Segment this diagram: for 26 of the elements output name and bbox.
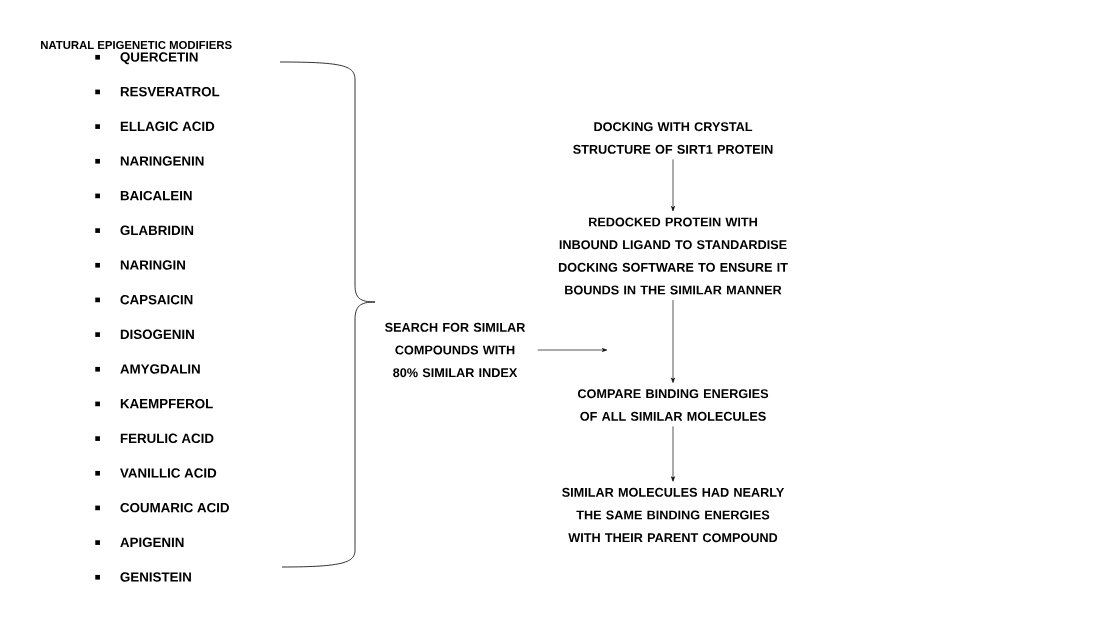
list-item: GENISTEIN bbox=[95, 572, 191, 582]
list-item: ELLAGIC ACID bbox=[95, 121, 215, 132]
title: NATURAL EPIGENETIC MODIFIERS bbox=[41, 41, 232, 49]
list-item: DISOGENIN bbox=[95, 329, 194, 340]
list-item: BAICALEIN bbox=[95, 190, 192, 201]
list-item: KAEMPFEROL bbox=[95, 398, 213, 409]
list-item: CAPSAICIN bbox=[95, 294, 193, 305]
step-text: DOCKING WITH CRYSTAL STRUCTURE OF SIRT1 PROTEIN bbox=[573, 122, 773, 154]
step-text: REDOCKED PROTEIN WITH INBOUND LIGAND TO STANDARDISE DOCKING SOFTWARE TO ENSURE IT BOUNDS IN THE SIMILAR MANNER bbox=[558, 217, 788, 295]
list-item: RESVERATROL bbox=[95, 86, 220, 97]
step-text: SIMILAR MOLECULES HAD NEARLY THE SAME BINDING ENERGIES WITH THEIR PARENT COMPOUND bbox=[562, 487, 785, 543]
list-item: GLABRIDIN bbox=[95, 225, 194, 236]
list-item: NARINGENIN bbox=[95, 156, 204, 166]
arrow bbox=[671, 299, 675, 383]
list-item: COUMARIC ACID bbox=[95, 502, 229, 513]
list-item: APIGENIN bbox=[95, 537, 184, 548]
step-text: COMPARE BINDING ENERGIES OF ALL SIMILAR MOLECULES bbox=[577, 389, 769, 421]
arrow bbox=[671, 159, 675, 212]
arrow bbox=[537, 348, 608, 352]
arrow bbox=[671, 426, 675, 482]
list-item: QUERCETIN bbox=[95, 52, 198, 65]
step-text: SEARCH FOR SIMILAR COMPOUNDS WITH 80% SIMILAR INDEX bbox=[385, 322, 526, 378]
list-item: NARINGIN bbox=[95, 260, 185, 270]
list-item: AMYGDALIN bbox=[95, 364, 200, 374]
list-item: FERULIC ACID bbox=[95, 433, 214, 444]
list-item: VANILLIC ACID bbox=[95, 468, 217, 478]
